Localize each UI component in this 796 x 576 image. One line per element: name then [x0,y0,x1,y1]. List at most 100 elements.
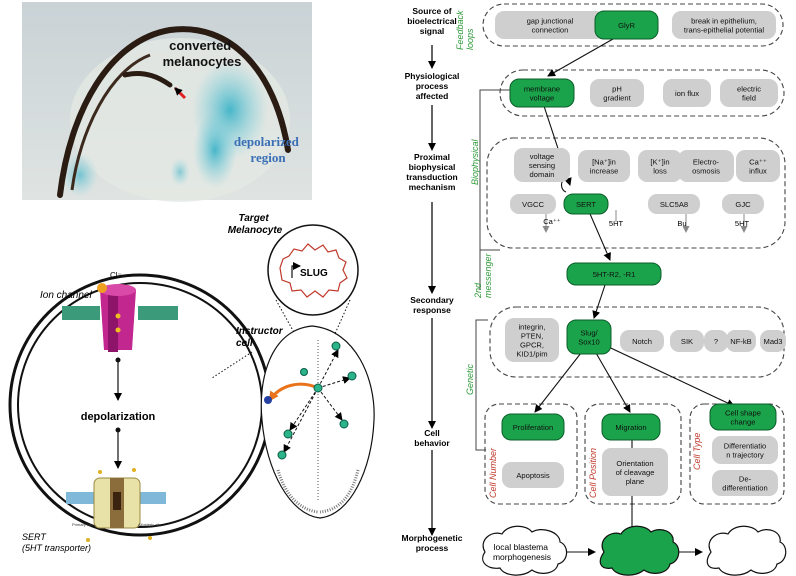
node-vsd-text: sensing [529,161,555,170]
blastema-line-2: morphogenesis [493,552,551,562]
node-mad3-text: Mad3 [764,337,783,346]
depolarized-line-1: depolarized [234,134,300,149]
node-electric-text: electric [737,84,761,93]
genetic-bracket [475,319,488,451]
node-q-label: ? [714,337,718,346]
instructor-cell-label: Instructor cell [236,326,285,349]
node-migr-text: Migration [615,423,646,432]
level-source-line: Source of [412,6,451,16]
node-sert-label: SERT [576,200,596,209]
node-orient-text: Orientation [616,459,653,468]
blastema-line-1: local blastema [494,542,549,552]
node-membrane-voltage-text: voltage [530,93,555,102]
node-ca-text: influx [749,166,767,175]
cloud-blastema [482,525,568,576]
depolarization-label: depolarization [81,411,156,423]
level-proximal-line: mechanism [409,182,456,192]
node-shape-text: change [731,417,756,426]
allosteric-site-label: Allosteric site [138,522,162,527]
node-gjc: GJC [722,194,764,214]
node-ca: Ca⁺⁺influx [736,150,780,182]
level-proximal-line: transduction [406,172,457,182]
node-integrin-text: integrin, [518,322,545,331]
slug-gene-label: SLUG [300,268,328,279]
node-break-label: break in epithelium,trans-epithelial pot… [684,16,765,34]
node-slug-label: Slug/Sox10 [578,328,600,346]
node-k-text: loss [653,166,667,175]
node-glyr-label: GlyR [618,21,635,30]
depolarization-arrow [114,357,122,469]
level-morpho-line: process [416,543,449,553]
node-gap-text: gap junctional [527,16,574,25]
node-apopt: Apoptosis [502,462,564,488]
biophysical-label: Biophysical [470,138,480,185]
node-q: ? [704,330,728,352]
target-label-line-1: Target [239,213,270,224]
node-dediff-text: De- [739,474,752,483]
level-secondary-line: response [413,305,451,315]
node-membrane-voltage-text: membrane [524,84,560,93]
node-mad3: Mad3 [760,330,786,352]
feedback-loops-label: Feedback loops [455,8,475,50]
node-electro: Electro-osmosis [678,150,734,182]
level-source-line: bioelectrical [407,16,457,26]
dashed-groups [482,3,786,505]
level-physio-line: process [416,81,449,91]
sert-label: SERT (5HT transporter) [22,532,91,553]
node-ph-text: gradient [603,93,631,102]
node-nfkb-label: NF-kB [730,337,752,346]
node-5ht-r2-text: 5HT-R2, -R1 [593,270,636,279]
callout-line [211,351,253,379]
node-electro-text: Electro- [693,157,720,166]
node-vgcc: VGCC [510,194,556,214]
level-cell-line: Cell [424,428,440,438]
zoom-line-right [333,299,351,337]
cell-type-label: Cell Type [692,433,702,470]
embryo-outline [260,325,375,519]
converted-line-2: melanocytes [163,54,242,69]
node-integrin-label: integrin,PTEN,GPCR,KID1/pim [516,322,547,358]
gjc-out-label: 5HT [735,219,750,228]
node-gap-text: connection [532,25,569,34]
node-migr-label: Migration [615,423,646,432]
node-sert-text: SERT [576,200,596,209]
converted-line-1: converted [169,38,231,53]
slug-starburst [279,243,348,298]
node-diff-text: n trajectory [726,450,764,459]
node-slc-text: SLC5A8 [660,200,688,209]
node-nfkb: NF-kB [726,330,756,352]
node-sik: SIK [670,330,704,352]
node-slug: Slug/Sox10 [566,319,612,355]
messenger-bracket [479,249,500,290]
node-dediff-text: differentiation [722,483,767,492]
ion-channel-icon [62,283,178,352]
node-ca-text: Ca⁺⁺ [749,157,767,166]
node-glyr-text: GlyR [618,21,635,30]
node-ionflux-label: ion flux [675,89,699,98]
cell-number-label: Cell Number [488,447,498,498]
node-ca-label: Ca⁺⁺influx [749,157,767,175]
tadpole-photo [22,2,312,202]
node-gjc-label: GJC [735,200,751,209]
node-ph-text: pH [612,84,622,93]
depolarized-line-2: region [250,150,286,165]
cell-position-label: Cell Position [588,448,598,498]
slc-out-label: Bu [677,219,686,228]
node-sik-text: SIK [681,337,693,346]
node-sik-label: SIK [681,337,693,346]
node-integrin-text: KID1/pim [516,349,547,358]
node-apopt-text: Apoptosis [516,471,550,480]
level-physio-line: Physiological [405,71,460,81]
